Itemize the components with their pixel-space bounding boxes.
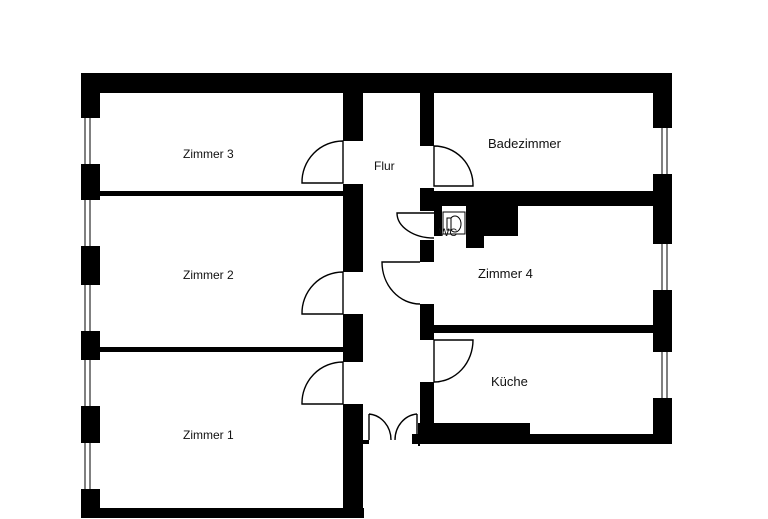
door-kueche bbox=[433, 339, 474, 383]
window bbox=[81, 285, 100, 331]
left-windows bbox=[81, 118, 100, 489]
wall-bottom bbox=[81, 508, 364, 518]
window bbox=[81, 200, 100, 246]
label-zimmer4: Zimmer 4 bbox=[478, 266, 533, 281]
doors bbox=[301, 140, 474, 441]
window bbox=[653, 244, 672, 290]
right-windows bbox=[653, 128, 672, 398]
window bbox=[81, 443, 100, 489]
wall-top bbox=[81, 73, 672, 93]
label-badezimmer: Badezimmer bbox=[488, 136, 562, 151]
wall-top-right bbox=[550, 73, 672, 82]
label-zimmer2: Zimmer 2 bbox=[183, 268, 234, 282]
door-zimmer3 bbox=[301, 140, 344, 184]
wall-corridor-left-d bbox=[343, 404, 363, 508]
window bbox=[653, 352, 672, 398]
wall-corridor-right-e bbox=[420, 382, 434, 444]
front-door-opening bbox=[363, 444, 418, 454]
window bbox=[653, 128, 672, 174]
wall-corridor-left-c bbox=[343, 314, 363, 362]
wall-zimmer4-kueche bbox=[434, 325, 653, 333]
wall-corridor-left-b bbox=[343, 184, 363, 272]
wall-corridor-right-a bbox=[420, 90, 434, 146]
interior-walls bbox=[100, 90, 653, 508]
window bbox=[81, 360, 100, 406]
wall-corridor-right-c bbox=[420, 240, 434, 262]
wc-wall-block-b bbox=[466, 236, 484, 248]
door-zimmer1 bbox=[301, 361, 344, 405]
label-zimmer1: Zimmer 1 bbox=[183, 428, 234, 442]
door-jamb-right bbox=[412, 434, 420, 446]
toilet-icon bbox=[442, 211, 466, 235]
door-zimmer2 bbox=[301, 271, 344, 315]
wc-wall-block-a bbox=[466, 200, 518, 236]
wall-corridor-right-d bbox=[420, 304, 434, 340]
wall-bottom-right-thick bbox=[418, 423, 530, 444]
door-jamb-left bbox=[363, 440, 369, 446]
front-door-left bbox=[368, 413, 392, 441]
front-door-right bbox=[394, 413, 418, 441]
door-badezimmer bbox=[433, 145, 474, 187]
wc-wall-left bbox=[434, 206, 442, 236]
wall-bottom-right bbox=[418, 434, 672, 444]
label-flur: Flur bbox=[374, 159, 395, 173]
wall-zimmer3-zimmer2 bbox=[100, 191, 343, 196]
wall-zimmer2-zimmer1 bbox=[100, 347, 343, 352]
label-kueche: Küche bbox=[491, 374, 528, 389]
door-wc bbox=[396, 212, 435, 239]
wall-corridor-left-a bbox=[343, 90, 363, 141]
window bbox=[81, 118, 100, 164]
wall-corridor-right-b bbox=[420, 188, 434, 211]
door-zimmer4 bbox=[381, 261, 421, 305]
label-wc: WC bbox=[439, 227, 457, 239]
label-zimmer3: Zimmer 3 bbox=[183, 147, 234, 161]
